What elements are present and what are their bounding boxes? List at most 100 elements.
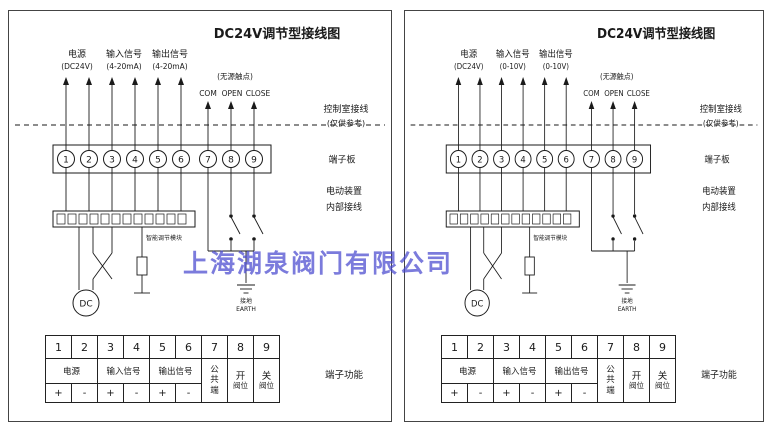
- terminal-board-label: 端子板: [704, 153, 730, 165]
- table-number-cell: 5: [149, 335, 176, 359]
- output-label: 输出信号: [539, 48, 573, 60]
- terminal-strip: 1 2 3 4 5 6 7 8 9: [445, 144, 652, 174]
- wiring-diagram-right: DC24V调节型接线图 电源 (DC24V) 输入信号 (0-10V) 输出信号…: [410, 26, 758, 381]
- terminal-number: 7: [205, 156, 211, 166]
- table-sign-cell: +: [441, 383, 468, 403]
- table-open-cell: 开 阀位: [623, 358, 650, 403]
- open-label: OPEN: [604, 89, 623, 98]
- table-sign-cell: -: [519, 383, 546, 403]
- ground-label-en: EARTH: [236, 306, 256, 313]
- terminal-numbers: 1 2 3 4 5 6 7 8 9: [456, 155, 638, 165]
- terminal-circle: [103, 150, 121, 168]
- table-number-cell: 6: [175, 335, 202, 359]
- top-wires: [457, 84, 636, 150]
- panel-title: DC24V调节型接线图: [597, 26, 715, 41]
- ground-label-cn: 接地: [240, 297, 252, 305]
- top-signal-labels: 电源 (DC24V) 输入信号 (4-20mA) 输出信号 (4-20mA) (…: [61, 48, 270, 98]
- terminal-circle: [222, 150, 240, 168]
- terminal-number: 2: [477, 155, 482, 165]
- wiring-panel-right: DC24V调节型接线图 电源 (DC24V) 输入信号 (0-10V) 输出信号…: [404, 10, 764, 422]
- terminal-number: 9: [632, 155, 637, 165]
- open-sub-label: 阀位: [629, 381, 644, 391]
- table-sign-cell: -: [467, 383, 494, 403]
- ground-icon: 接地 EARTH: [236, 251, 256, 313]
- power-label: 电源: [68, 48, 86, 60]
- table-number-cell: 1: [441, 335, 468, 359]
- output-sub-label: (4-20mA): [152, 62, 187, 71]
- control-room-label-1: 控制室接线: [700, 103, 742, 115]
- terminal-circle: [604, 150, 622, 168]
- terminal-function-table: 1 2 3 4 5 6 7 8 9 电源 输入信号 输出信号 公共端 开 阀位: [45, 335, 280, 403]
- table-group-label: 电源: [45, 358, 98, 384]
- table-close-cell: 关 阀位: [649, 358, 676, 403]
- terminal-circle: [449, 150, 467, 168]
- table-number-cell: 6: [571, 335, 598, 359]
- right-side-labels: 控制室接线 (仅供参考) 端子板 电动装置 内部接线 端子功能: [700, 103, 742, 381]
- close-main-label: 关: [261, 370, 272, 382]
- terminal-function-table: 1 2 3 4 5 6 7 8 9 电源 输入信号 输出信号 公共端 开 阀位: [441, 335, 676, 403]
- table-common-cell: 公共端: [201, 358, 228, 403]
- terminal-number: 4: [132, 156, 138, 166]
- table-group-label: 电源: [441, 358, 494, 384]
- right-side-labels: 控制室接线 (仅供参考) 端子板 电动装置 内部接线 端子功能: [323, 103, 368, 381]
- table-common-cell: 公共端: [597, 358, 624, 403]
- table-group-label: 输入信号: [97, 358, 150, 384]
- terminal-circle: [536, 150, 554, 168]
- table-number-cell: 8: [227, 335, 254, 359]
- terminal-circle: [57, 150, 75, 168]
- open-main-label: 开: [631, 370, 642, 382]
- terminal-circle: [557, 150, 575, 168]
- power-label: 电源: [460, 48, 477, 60]
- device-label-1: 电动装置: [702, 185, 736, 197]
- terminal-number: 5: [542, 155, 547, 165]
- open-label: OPEN: [222, 89, 243, 98]
- device-label-2: 内部接线: [326, 201, 362, 213]
- table-group-label: 输出信号: [545, 358, 598, 384]
- input-sub-label: (4-20mA): [106, 62, 141, 71]
- table-group-label: 输入信号: [493, 358, 546, 384]
- common-terminal-label: 公共端: [606, 365, 615, 396]
- table-sign-cell: -: [175, 383, 202, 403]
- table-open-cell: 开 阀位: [227, 358, 254, 403]
- dc-motor-icon: DC: [72, 289, 100, 317]
- table-number-cell: 5: [545, 335, 572, 359]
- passive-contact-label: (无源触点): [217, 71, 253, 81]
- terminal-number: 9: [251, 156, 257, 166]
- close-main-label: 关: [657, 370, 668, 382]
- table-sign-cell: +: [97, 383, 124, 403]
- close-sub-label: 阀位: [655, 381, 670, 391]
- table-sign-cell: +: [149, 383, 176, 403]
- table-number-cell: 4: [123, 335, 150, 359]
- control-room-label-2: (仅供参考): [703, 118, 739, 128]
- panel-title: DC24V调节型接线图: [214, 26, 340, 42]
- table-sign-cell: -: [71, 383, 98, 403]
- table-number-cell: 8: [623, 335, 650, 359]
- table-group-label: 输出信号: [149, 358, 202, 384]
- table-sign-cell: -: [571, 383, 598, 403]
- close-sub-label: 阀位: [259, 381, 274, 391]
- top-wires: [65, 84, 255, 150]
- close-label: CLOSE: [627, 89, 650, 98]
- wiring-panel-left: DC24V调节型接线图 电源 (DC24V) 输入信号 (4-20mA) 输出信…: [8, 10, 392, 422]
- module-label: 智能调节模块: [533, 234, 567, 242]
- terminal-circle: [80, 150, 98, 168]
- table-number-cell: 7: [597, 335, 624, 359]
- terminal-circle: [626, 150, 644, 168]
- terminal-circle: [199, 150, 217, 168]
- module-label: 智能调节模块: [146, 234, 182, 242]
- power-sub-label: (DC24V): [454, 62, 484, 71]
- passive-contact-label: (无源触点): [600, 72, 634, 81]
- device-label-2: 内部接线: [702, 201, 736, 213]
- terminal-circle: [493, 150, 510, 168]
- com-label: COM: [199, 89, 217, 98]
- wire-arrowheads: [455, 77, 638, 109]
- terminal-number: 1: [456, 155, 461, 165]
- limit-switches: [208, 214, 264, 252]
- terminal-function-label: 端子功能: [325, 369, 364, 381]
- table-number-cell: 2: [467, 335, 494, 359]
- output-sub-label: (0-10V): [543, 62, 569, 71]
- terminal-number: 3: [109, 156, 115, 166]
- device-label-1: 电动装置: [326, 185, 362, 197]
- table-number-cell: 3: [97, 335, 124, 359]
